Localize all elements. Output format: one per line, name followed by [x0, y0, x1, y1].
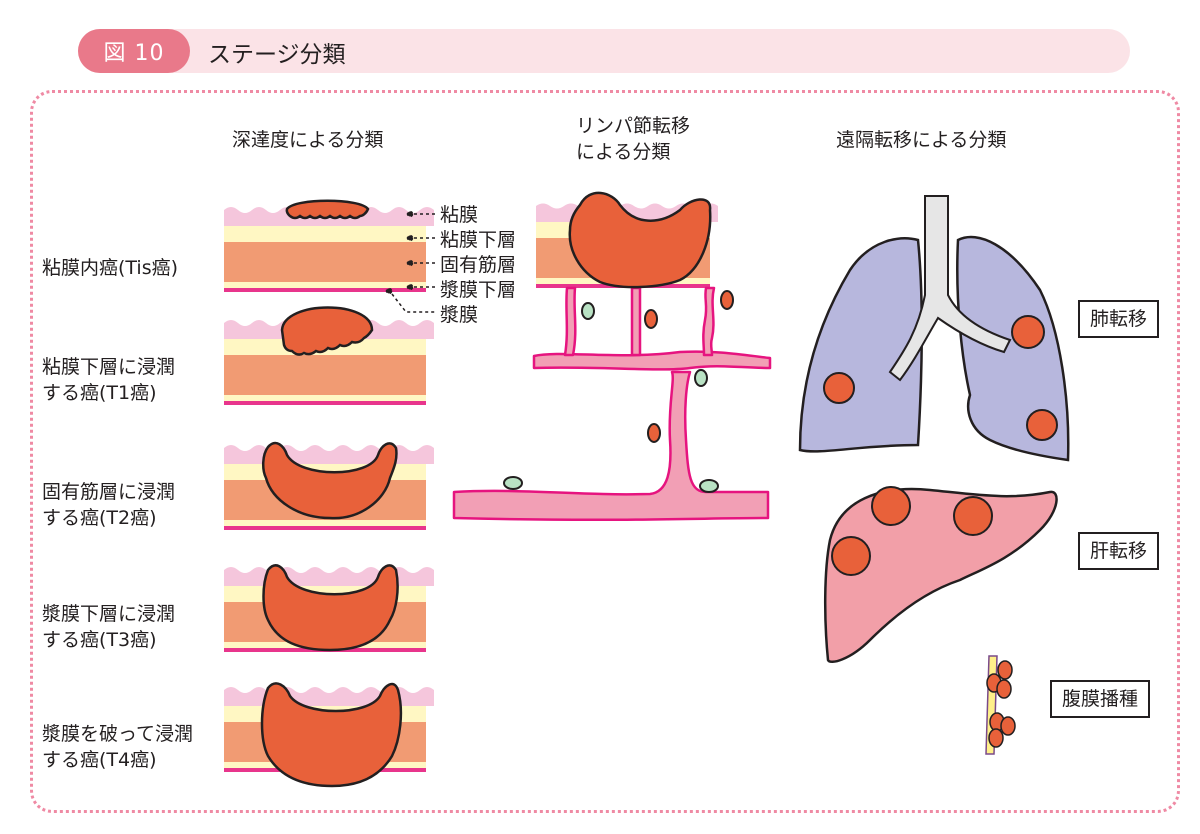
stage-label-tis: 粘膜内癌(Tis癌)	[42, 257, 179, 279]
liver-tumor	[831, 536, 871, 576]
layer-label-submucosa: 粘膜下層	[440, 229, 517, 251]
stage-label-t2-line1: 固有筋層に浸潤	[42, 481, 176, 503]
figure-title: ステージ分類	[208, 42, 346, 68]
layer-label-muscularis: 固有筋層	[440, 254, 517, 276]
lung-tumor	[823, 372, 855, 404]
wall-tis	[224, 207, 434, 292]
lymph-node-green	[699, 479, 719, 493]
layer-leaders	[385, 210, 436, 313]
liver	[823, 487, 1058, 664]
lung-tumor	[1011, 315, 1045, 349]
tumor-lymph-primary	[568, 191, 712, 289]
stage-label-t4-line2: する癌(T4癌)	[42, 749, 157, 771]
cancer-cell	[644, 309, 658, 329]
liver-tumors	[831, 486, 993, 576]
stage-label-t3-line1: 漿膜下層に浸潤	[42, 603, 176, 625]
stage-label-t3-line2: する癌(T3癌)	[42, 629, 157, 651]
layer-label-serosa: 漿膜	[440, 304, 479, 326]
liver-tumor	[953, 496, 993, 536]
distant-column-title: 遠隔転移による分類	[836, 129, 1007, 151]
header-bar	[78, 29, 1130, 73]
cancer-cell	[647, 423, 661, 443]
lymph-vessels	[452, 286, 772, 522]
label-liver-metastasis: 肝転移	[1078, 532, 1160, 570]
figure-number-badge: 図 10	[78, 29, 190, 73]
lung-tumor	[1026, 409, 1058, 441]
tumor-tis	[285, 199, 370, 220]
cancer-cell	[720, 290, 734, 310]
lymph-node-green	[581, 302, 595, 320]
figure-frame	[30, 90, 1180, 813]
peritoneum-strip	[985, 655, 1016, 755]
layer-label-subserosa: 漿膜下層	[440, 279, 517, 301]
lymph-column-title-line1: リンパ節転移	[576, 115, 691, 137]
lymph-column-title-line2: による分類	[576, 141, 671, 163]
lymph-node-green	[694, 369, 708, 387]
layer-label-mucosa: 粘膜	[440, 204, 479, 226]
label-lung-metastasis: 肺転移	[1078, 300, 1160, 338]
tumor-t3	[262, 564, 399, 652]
stage-label-t1-line1: 粘膜下層に浸潤	[42, 356, 176, 378]
stage-label-t4-line1: 漿膜を破って浸潤	[42, 723, 194, 745]
lung-tumors	[823, 315, 1058, 441]
lungs	[798, 235, 1070, 462]
stage-label-t2-line2: する癌(T2癌)	[42, 507, 157, 529]
depth-column-title: 深達度による分類	[232, 129, 384, 151]
tumor-t1	[280, 306, 374, 356]
stage-label-t1-line2: する癌(T1癌)	[42, 382, 157, 404]
lymph-nodes	[503, 290, 734, 493]
tumor-t2	[262, 441, 398, 520]
trachea	[888, 195, 1012, 382]
lymph-node-green	[503, 476, 523, 490]
label-peritoneal-dissemination: 腹膜播種	[1050, 680, 1151, 718]
tumor-t4	[260, 682, 403, 788]
liver-tumor	[871, 486, 911, 526]
